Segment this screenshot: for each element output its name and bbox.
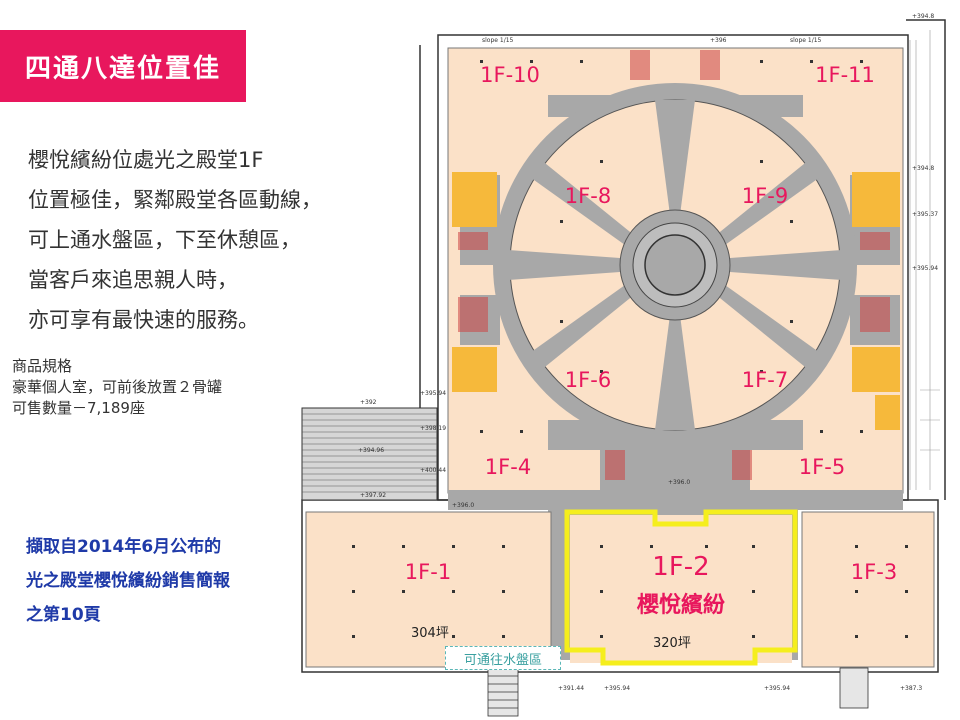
dimension-label: +395.94 <box>912 265 938 272</box>
zone-label-1f9: 1F-9 <box>742 184 788 208</box>
spec-line: 可售數量－7,189座 <box>12 399 145 417</box>
intro-text: 櫻悅繽紛位處光之殿堂1F 位置極佳，緊鄰殿堂各區動線， 可上通水盤區，下至休憩區… <box>28 140 388 340</box>
page-title: 四通八達位置佳 <box>0 30 246 102</box>
zone-name-1f2: 櫻悅繽紛 <box>636 592 725 618</box>
zone-label-1f11: 1F-11 <box>815 63 875 87</box>
zone-label-1f4: 1F-4 <box>485 455 531 479</box>
zone-label-1f7: 1F-7 <box>742 368 788 392</box>
zone-label-1f10: 1F-10 <box>480 63 540 87</box>
center-hub-inner <box>644 234 706 296</box>
dimension-label: +396 <box>710 37 727 44</box>
area-label-1f1: 304坪 <box>411 626 449 641</box>
dimension-label: slope 1/15 <box>790 37 822 44</box>
source-line: 擷取自2014年6月公布的 <box>26 537 222 557</box>
dimension-label: +392 <box>360 399 377 406</box>
dimension-label: +394.8 <box>912 165 934 172</box>
dimension-label: +391.44 <box>558 685 584 692</box>
exterior-hatching <box>909 30 940 490</box>
intro-line: 位置極佳，緊鄰殿堂各區動線， <box>28 188 322 212</box>
product-spec: 商品規格 豪華個人室，可前後放置２骨罐 可售數量－7,189座 <box>12 356 222 419</box>
source-note: 擷取自2014年6月公布的 光之殿堂櫻悅繽紛銷售簡報 之第10頁 <box>26 530 230 632</box>
dimension-label: slope 1/15 <box>482 37 514 44</box>
grid-dots <box>352 60 908 638</box>
source-line: 光之殿堂櫻悅繽紛銷售簡報 <box>26 571 230 591</box>
zone-label-1f1: 1F-1 <box>405 560 451 584</box>
radial-corridors <box>508 100 842 430</box>
intro-line: 亦可享有最快速的服務。 <box>28 308 259 332</box>
dimension-label: +395.94 <box>420 390 446 397</box>
intro-line: 可上通水盤區，下至休憩區， <box>28 228 301 252</box>
dimension-label: +400.44 <box>420 467 446 474</box>
dimension-label: +387.3 <box>900 685 922 692</box>
dimension-label: +398.19 <box>420 425 446 432</box>
zone-label-1f6: 1F-6 <box>565 368 611 392</box>
dimension-label: +394.96 <box>358 447 384 454</box>
dimension-label: +396.0 <box>452 502 474 509</box>
stair-blocks <box>458 50 890 480</box>
dimension-label: +395.94 <box>604 685 630 692</box>
bottom-steps <box>487 667 869 717</box>
dimension-label: +395.37 <box>912 211 938 218</box>
intro-line: 當客戶來追思親人時， <box>28 268 238 292</box>
dimension-label: +397.92 <box>360 492 386 499</box>
zone-1f2-highlight <box>564 509 798 666</box>
spec-heading: 商品規格 <box>12 357 73 375</box>
dimension-label: +396.0 <box>668 479 690 486</box>
bottom-zones <box>305 511 935 668</box>
water-pool-access-callout: 可通往水盤區 <box>445 646 561 670</box>
area-label-1f2: 320坪 <box>653 636 691 651</box>
dimension-label: +394.8 <box>912 13 934 20</box>
zone-label-1f2: 1F-2 <box>652 552 709 582</box>
zone-label-1f5: 1F-5 <box>799 455 845 479</box>
zone-label-1f8: 1F-8 <box>565 184 611 208</box>
spec-line: 豪華個人室，可前後放置２骨罐 <box>12 378 223 396</box>
entry-stairs <box>301 407 438 501</box>
source-line: 之第10頁 <box>26 605 101 625</box>
intro-line: 櫻悅繽紛位處光之殿堂1F <box>28 148 264 172</box>
zone-label-1f3: 1F-3 <box>851 560 897 584</box>
dimension-label: +395.94 <box>764 685 790 692</box>
